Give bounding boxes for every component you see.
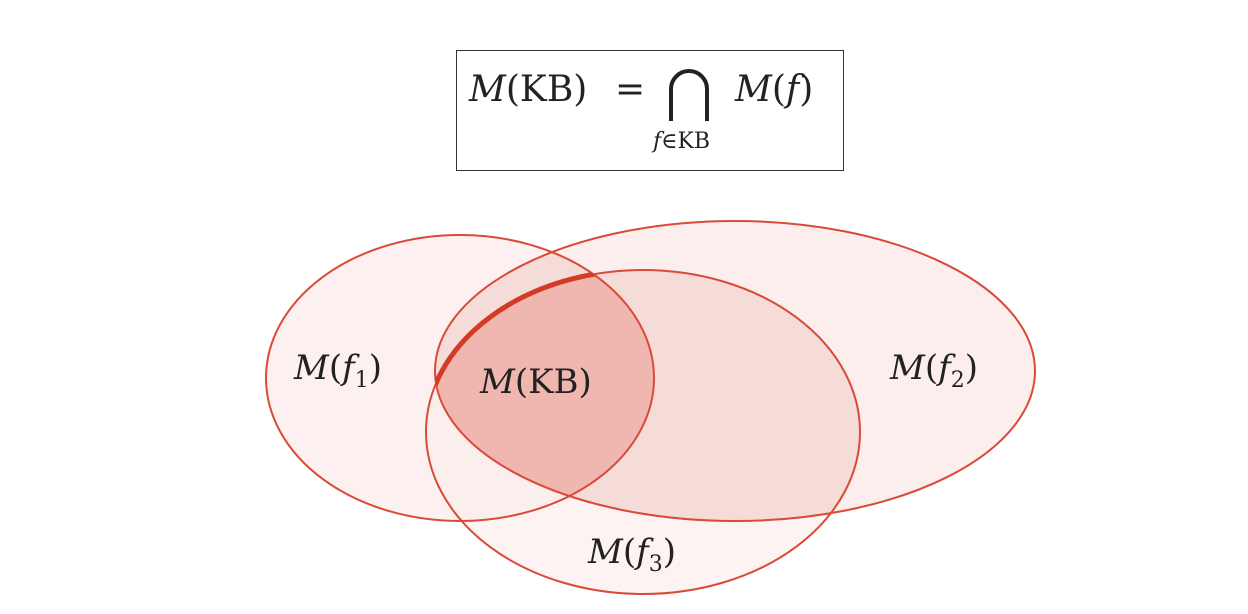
formula-box: M(KB) = f∈KB M(f)	[456, 50, 844, 171]
formula-rhs: M(f)	[735, 69, 814, 110]
ellipse-f2-outline	[434, 220, 1036, 522]
label-f2: M(f2)	[890, 348, 978, 393]
label-kb: M(KB)	[480, 362, 592, 402]
label-f3: M(f3)	[588, 532, 676, 577]
label-f1: M(f1)	[294, 348, 382, 393]
formula-equals: =	[615, 69, 646, 110]
formula-subscript: f∈KB	[653, 129, 711, 154]
ellipse-f1-outline	[265, 234, 655, 522]
formula-lhs: M(KB)	[469, 69, 588, 110]
big-intersection-icon	[669, 69, 709, 121]
ellipse-f3-outline	[425, 269, 861, 595]
